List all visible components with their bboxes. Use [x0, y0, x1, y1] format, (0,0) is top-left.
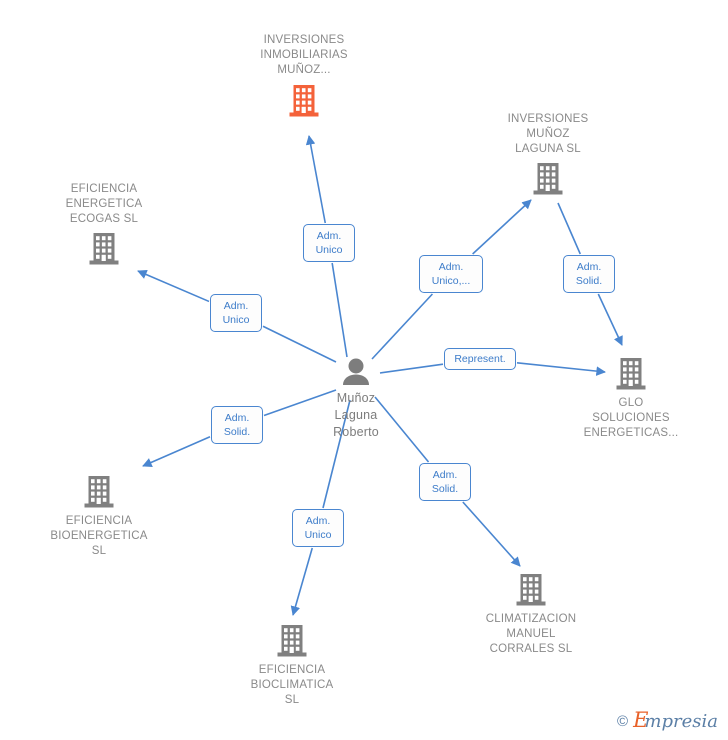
- edge-line-source-segment: [262, 325, 337, 363]
- node-glo-soluciones-energeticas[interactable]: GLO SOLUCIONES ENERGETICAS...: [616, 358, 646, 390]
- edge-line-source-segment: [379, 363, 444, 374]
- node-climatizacion-manuel-corrales-sl[interactable]: CLIMATIZACION MANUEL CORRALES SL: [516, 574, 546, 606]
- empresia-watermark: © Empresia: [617, 708, 718, 733]
- copyright-icon: ©: [617, 712, 629, 730]
- edge-line-target-segment: [142, 436, 211, 467]
- node-inversiones-inmobiliarias-munoz[interactable]: INVERSIONES INMOBILIARIAS MUÑOZ...: [289, 85, 319, 117]
- node-center-person[interactable]: [343, 358, 369, 386]
- edge-line-target-segment: [516, 362, 606, 376]
- edge-line-target-segment: [462, 501, 521, 567]
- node-eficiencia-energetica-ecogas-sl[interactable]: EFICIENCIA ENERGETICA ECOGAS SL: [89, 233, 119, 265]
- edge-line-source-segment: [374, 396, 430, 463]
- edge-label-edge-person-to-glo-soluciones[interactable]: Represent.: [444, 348, 516, 370]
- edge-line-source-segment: [371, 293, 433, 360]
- node-inversiones-munoz-laguna-sl[interactable]: INVERSIONES MUÑOZ LAGUNA SL: [533, 163, 563, 195]
- edges-layer: [137, 135, 623, 616]
- edge-label-edge-inversiones-munoz-laguna-to-glo-soluciones[interactable]: Adm. Solid.: [563, 255, 615, 293]
- edge-label-edge-person-to-inversiones-inmobiliarias[interactable]: Adm. Unico: [303, 224, 355, 262]
- edge-line-source-segment: [557, 202, 582, 255]
- edge-line-source-segment: [331, 262, 348, 358]
- node-eficiencia-bioenergetica-sl[interactable]: EFICIENCIA BIOENERGETICA SL: [84, 476, 114, 508]
- edge-label-edge-person-to-eficiencia-energetica-ecogas[interactable]: Adm. Unico: [210, 294, 262, 332]
- edge-line-target-segment: [137, 269, 210, 303]
- edge-line-source-segment: [263, 389, 337, 417]
- edge-line-target-segment: [472, 199, 532, 255]
- edge-line-source-segment: [322, 399, 351, 509]
- edge-label-edge-person-to-climatizacion-manuel-corrales[interactable]: Adm. Solid.: [419, 463, 471, 501]
- edge-line-target-segment: [305, 135, 327, 224]
- edge-line-target-segment: [290, 547, 314, 616]
- node-eficiencia-bioclimatica-sl[interactable]: EFICIENCIA BIOCLIMATICA SL: [277, 625, 307, 657]
- brand-logo: Empresia: [633, 708, 718, 733]
- edge-label-edge-person-to-eficiencia-bioenergetica[interactable]: Adm. Solid.: [211, 406, 263, 444]
- edge-label-edge-person-to-inversiones-munoz-laguna[interactable]: Adm. Unico,...: [419, 255, 483, 293]
- nodes-layer: INVERSIONES INMOBILIARIAS MUÑOZ... INVERS…: [84, 85, 646, 657]
- edge-line-target-segment: [597, 293, 623, 346]
- edge-label-edge-person-to-eficiencia-bioclimatica[interactable]: Adm. Unico: [292, 509, 344, 547]
